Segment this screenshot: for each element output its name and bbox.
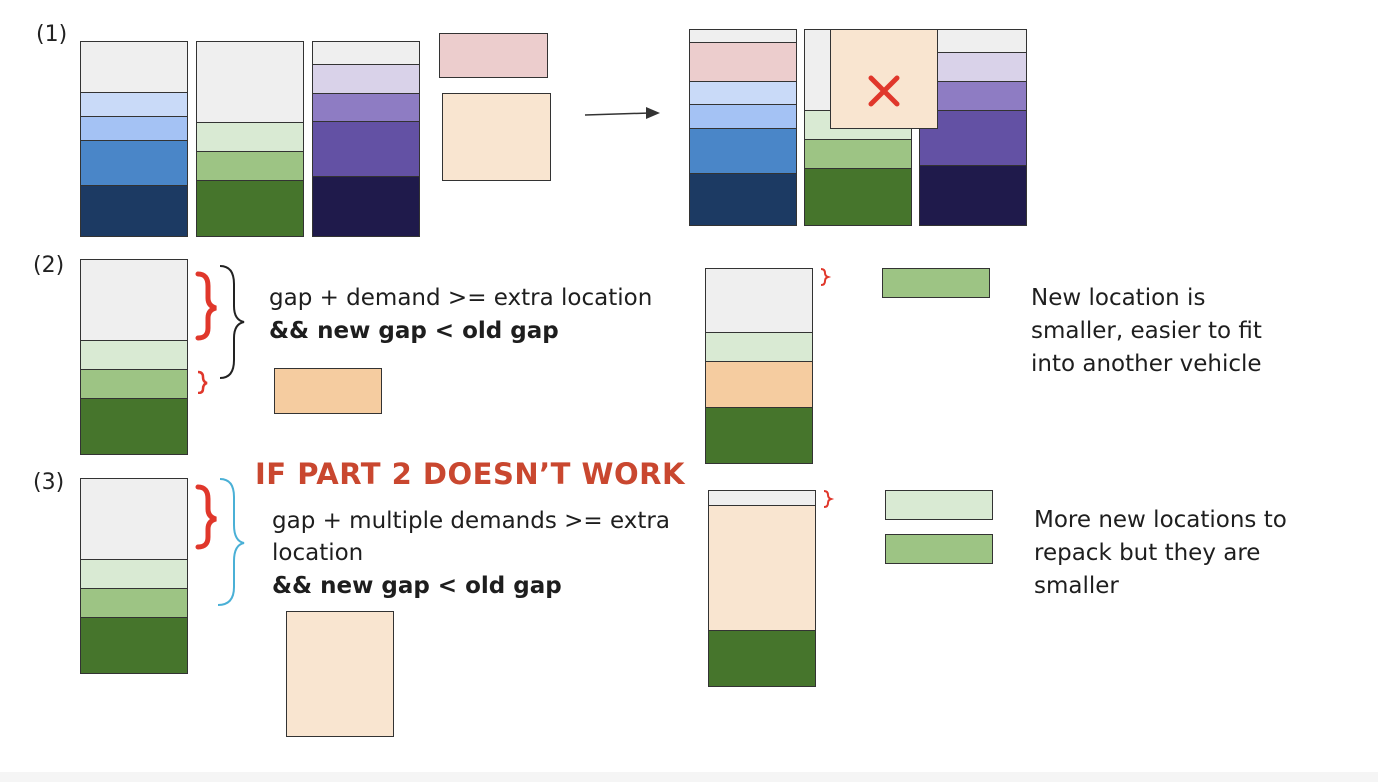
demand-block bbox=[196, 180, 304, 237]
demand-block bbox=[80, 92, 188, 117]
demand-block bbox=[196, 151, 304, 181]
gap-block bbox=[80, 478, 188, 560]
section-label-3: (3) bbox=[33, 470, 65, 495]
demand-block bbox=[80, 340, 188, 370]
formula-line-2: && new gap < old gap bbox=[272, 573, 562, 599]
demand-block bbox=[705, 332, 813, 362]
demand-block bbox=[689, 104, 797, 129]
section-label-2: (2) bbox=[33, 253, 65, 278]
new-location-green bbox=[885, 534, 993, 564]
note-line: smaller, easier to fit bbox=[1031, 318, 1262, 344]
demand-block bbox=[312, 121, 420, 177]
demand-block bbox=[689, 173, 797, 226]
demand-block bbox=[919, 165, 1027, 226]
demand-block bbox=[708, 505, 816, 631]
demand-block bbox=[689, 42, 797, 82]
extra-location-peach bbox=[442, 93, 551, 181]
demand-block bbox=[804, 139, 912, 169]
brace-icon bbox=[195, 265, 245, 394]
demand-block bbox=[689, 81, 797, 105]
demand-block bbox=[312, 176, 420, 237]
demand-block bbox=[80, 559, 188, 589]
new-location-green bbox=[882, 268, 990, 298]
note-s3: More new locations to repack but they ar… bbox=[1034, 504, 1287, 603]
note-s2: New location is smaller, easier to fit i… bbox=[1031, 282, 1262, 381]
section-label-1: (1) bbox=[36, 22, 68, 47]
gap-block bbox=[705, 268, 813, 333]
extra-location-pink bbox=[439, 33, 548, 78]
demand-block bbox=[80, 398, 188, 455]
extra-location-peach bbox=[286, 611, 394, 737]
demand-block bbox=[80, 140, 188, 186]
demand-block bbox=[312, 64, 420, 94]
extra-location-orange bbox=[274, 368, 382, 414]
gap-block bbox=[196, 41, 304, 123]
note-line: into another vehicle bbox=[1031, 351, 1262, 377]
note-line: New location is bbox=[1031, 285, 1206, 311]
gap-block bbox=[689, 29, 797, 43]
note-line: More new locations to bbox=[1034, 507, 1287, 533]
demand-block bbox=[80, 588, 188, 618]
brace-icon bbox=[823, 490, 835, 508]
demand-block bbox=[705, 407, 813, 464]
demand-block bbox=[804, 168, 912, 226]
gap-block bbox=[80, 259, 188, 341]
note-line: smaller bbox=[1034, 573, 1119, 599]
new-location-light-green bbox=[885, 490, 993, 520]
formula-line-1: gap + multiple demands >= extra bbox=[272, 508, 670, 534]
section3-heading: IF PART 2 DOESN’T WORK bbox=[255, 457, 685, 491]
unfit-location bbox=[830, 29, 938, 129]
demand-block bbox=[312, 93, 420, 122]
demand-block bbox=[708, 630, 816, 687]
note-line: repack but they are bbox=[1034, 540, 1261, 566]
demand-block bbox=[80, 185, 188, 237]
demand-block bbox=[196, 122, 304, 152]
formula-line-1: gap + demand >= extra location bbox=[269, 285, 653, 311]
brace-icon bbox=[820, 268, 832, 286]
demand-block bbox=[80, 116, 188, 141]
formula-line-2: && new gap < old gap bbox=[269, 318, 559, 344]
demand-block bbox=[689, 128, 797, 174]
demand-block bbox=[80, 617, 188, 674]
cross-mark-icon bbox=[868, 75, 900, 107]
gap-block bbox=[708, 490, 816, 506]
arrow-right-icon bbox=[584, 107, 660, 119]
formula-line-1b: location bbox=[272, 540, 364, 566]
demand-block bbox=[705, 361, 813, 408]
brace-icon bbox=[195, 478, 245, 606]
gap-block bbox=[80, 41, 188, 93]
footer-strip bbox=[0, 772, 1378, 782]
gap-block bbox=[312, 41, 420, 65]
demand-block bbox=[80, 369, 188, 399]
